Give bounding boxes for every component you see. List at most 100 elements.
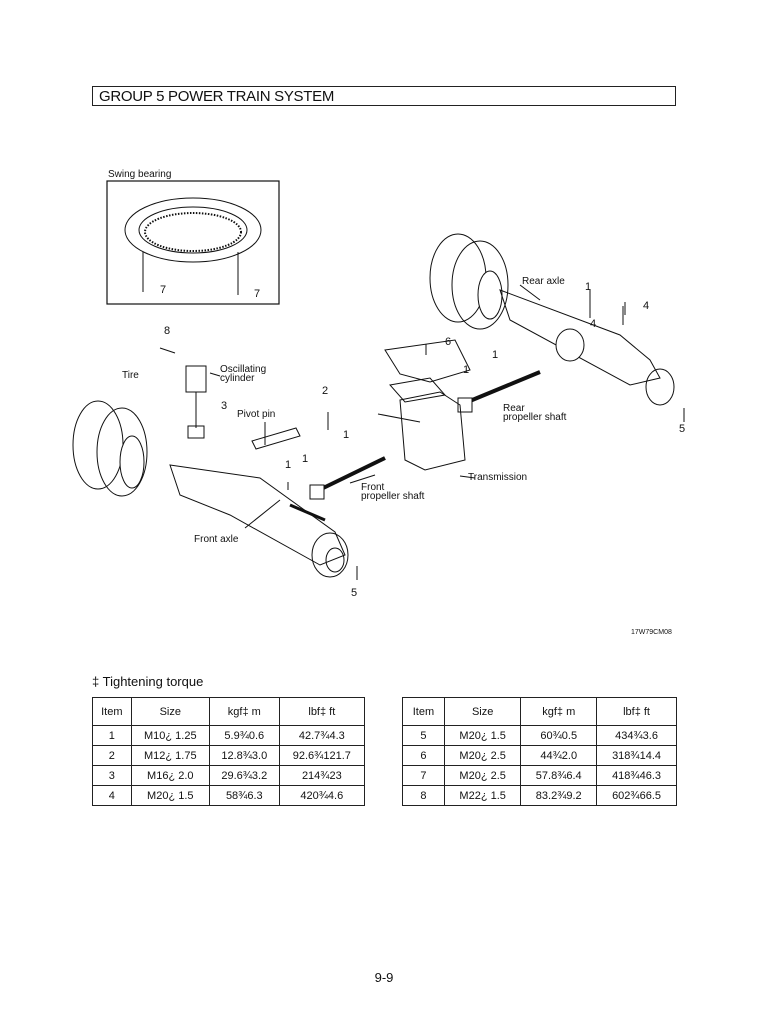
cell-item: 1: [92, 725, 132, 746]
rear-tire-outer: [429, 233, 487, 323]
table-row: 4 M20¿ 1.5 58¾6.3 420¾4.6: [92, 785, 366, 806]
cell-item: 4: [92, 785, 132, 806]
cell-lbfft: 434¾3.6: [596, 725, 677, 746]
header-lbfft: lbf‡ ft: [278, 697, 366, 726]
callout-1b: 1: [492, 349, 498, 361]
callout-1c: 1: [463, 364, 469, 376]
front-tire-outer: [72, 400, 124, 490]
table-header-row: Item Size kgf‡ m lbf‡ ft: [402, 697, 677, 726]
cell-lbfft: 42.7¾4.3: [278, 725, 366, 746]
swing-bearing-teeth: [144, 212, 242, 252]
table-row: 5 M20¿ 1.5 60¾0.5 434¾3.6: [402, 725, 677, 746]
transmission-bracket: [384, 339, 471, 383]
label-rear-axle: Rear axle: [522, 276, 565, 287]
callout-5a: 5: [679, 423, 685, 435]
cell-size: M20¿ 2.5: [443, 745, 522, 766]
header-item: Item: [92, 697, 132, 726]
rear-axle-hub: [645, 368, 675, 406]
cell-size: M20¿ 1.5: [443, 725, 522, 746]
label-rear-propeller-line2: propeller shaft: [503, 412, 567, 423]
diagram-code: 17W79CM08: [631, 629, 672, 636]
callout-7a: 7: [160, 284, 166, 296]
torque-table-right: Item Size kgf‡ m lbf‡ ft 5 M20¿ 1.5 60¾0…: [402, 697, 677, 806]
header-size: Size: [130, 697, 210, 726]
cell-item: 7: [402, 765, 445, 786]
cell-lbfft: 602¾66.5: [596, 785, 677, 806]
header-size: Size: [443, 697, 522, 726]
cell-kgfm: 12.8¾3.0: [208, 745, 280, 766]
cell-size: M16¿ 2.0: [130, 765, 210, 786]
callout-5b: 5: [351, 587, 357, 599]
swing-bearing-inner-ring: [138, 206, 248, 254]
cell-size: M12¿ 1.75: [130, 745, 210, 766]
group-title: GROUP 5 POWER TRAIN SYSTEM: [99, 88, 335, 105]
table-row: 2 M12¿ 1.75 12.8¾3.0 92.6¾121.7: [92, 745, 366, 766]
label-front-propeller-line1: Front: [361, 482, 385, 493]
rear-tire-inner: [451, 240, 509, 330]
cell-item: 2: [92, 745, 132, 766]
callout-1d: 1: [343, 429, 349, 441]
transmission-housing: [399, 391, 466, 471]
table-header-row: Item Size kgf‡ m lbf‡ ft: [92, 697, 366, 726]
cell-kgfm: 57.8¾6.4: [520, 765, 598, 786]
callout-3: 3: [221, 400, 227, 412]
label-transmission: Transmission: [468, 472, 527, 483]
callout-2: 2: [322, 385, 328, 397]
front-tire-inner: [96, 407, 148, 497]
callout-7b: 7: [254, 288, 260, 300]
cell-lbfft: 318¾14.4: [596, 745, 677, 766]
table-row: 6 M20¿ 2.5 44¾2.0 318¾14.4: [402, 745, 677, 766]
cell-item: 3: [92, 765, 132, 786]
oscillating-cylinder: [185, 365, 207, 393]
note-mark: ‡: [92, 674, 100, 689]
table-row: 3 M16¿ 2.0 29.6¾3.2 214¾23: [92, 765, 366, 786]
label-oscillating-cylinder-line2: cylinder: [220, 373, 255, 384]
cell-size: M22¿ 1.5: [443, 785, 522, 806]
page-number: 9-9: [374, 970, 394, 985]
front-propeller-yoke: [309, 484, 325, 500]
group-header: GROUP 5 POWER TRAIN SYSTEM: [92, 86, 676, 106]
cell-size: M10¿ 1.25: [130, 725, 210, 746]
table-row: 8 M22¿ 1.5 83.2¾9.2 602¾66.5: [402, 785, 677, 806]
callout-6: 6: [445, 336, 451, 348]
callout-8: 8: [164, 325, 170, 337]
cell-kgfm: 5.9¾0.6: [208, 725, 280, 746]
cell-lbfft: 214¾23: [278, 765, 366, 786]
cell-lbfft: 420¾4.6: [278, 785, 366, 806]
callout-4a: 4: [643, 300, 649, 312]
cell-item: 5: [402, 725, 445, 746]
label-front-propeller-line2: propeller shaft: [361, 491, 425, 502]
cell-kgfm: 83.2¾9.2: [520, 785, 598, 806]
cell-size: M20¿ 2.5: [443, 765, 522, 786]
callout-1a: 1: [585, 281, 591, 293]
cell-lbfft: 92.6¾121.7: [278, 745, 366, 766]
front-axle-hub: [311, 532, 349, 578]
cell-item: 6: [402, 745, 445, 766]
rear-propeller-yoke: [457, 397, 473, 413]
cell-kgfm: 44¾2.0: [520, 745, 598, 766]
label-front-axle: Front axle: [194, 534, 239, 545]
cell-kgfm: 60¾0.5: [520, 725, 598, 746]
rear-axle-housing: [499, 289, 661, 386]
label-pivot-pin: Pivot pin: [237, 409, 275, 420]
pivot-pin: [251, 427, 301, 450]
header-item: Item: [402, 697, 445, 726]
label-tire: Tire: [122, 370, 139, 381]
cell-kgfm: 29.6¾3.2: [208, 765, 280, 786]
callout-4b: 4: [590, 318, 596, 330]
callout-1e: 1: [302, 453, 308, 465]
swing-bearing-outer-ring: [124, 197, 262, 263]
table-row: 1 M10¿ 1.25 5.9¾0.6 42.7¾4.3: [92, 725, 366, 746]
header-kgfm: kgf‡ m: [208, 697, 280, 726]
header-kgfm: kgf‡ m: [520, 697, 598, 726]
label-rear-propeller-line1: Rear: [503, 403, 525, 414]
cell-size: M20¿ 1.5: [130, 785, 210, 806]
cylinder-mount: [187, 425, 205, 439]
swing-bearing-inset: [106, 180, 280, 305]
torque-section-title: ‡ Tightening torque: [92, 674, 203, 689]
torque-table-left: Item Size kgf‡ m lbf‡ ft 1 M10¿ 1.25 5.9…: [92, 697, 366, 806]
header-lbfft: lbf‡ ft: [596, 697, 677, 726]
callout-1f: 1: [285, 459, 291, 471]
label-oscillating-cylinder-line1: Oscillating: [220, 364, 266, 375]
front-axle-housing: [169, 464, 346, 566]
